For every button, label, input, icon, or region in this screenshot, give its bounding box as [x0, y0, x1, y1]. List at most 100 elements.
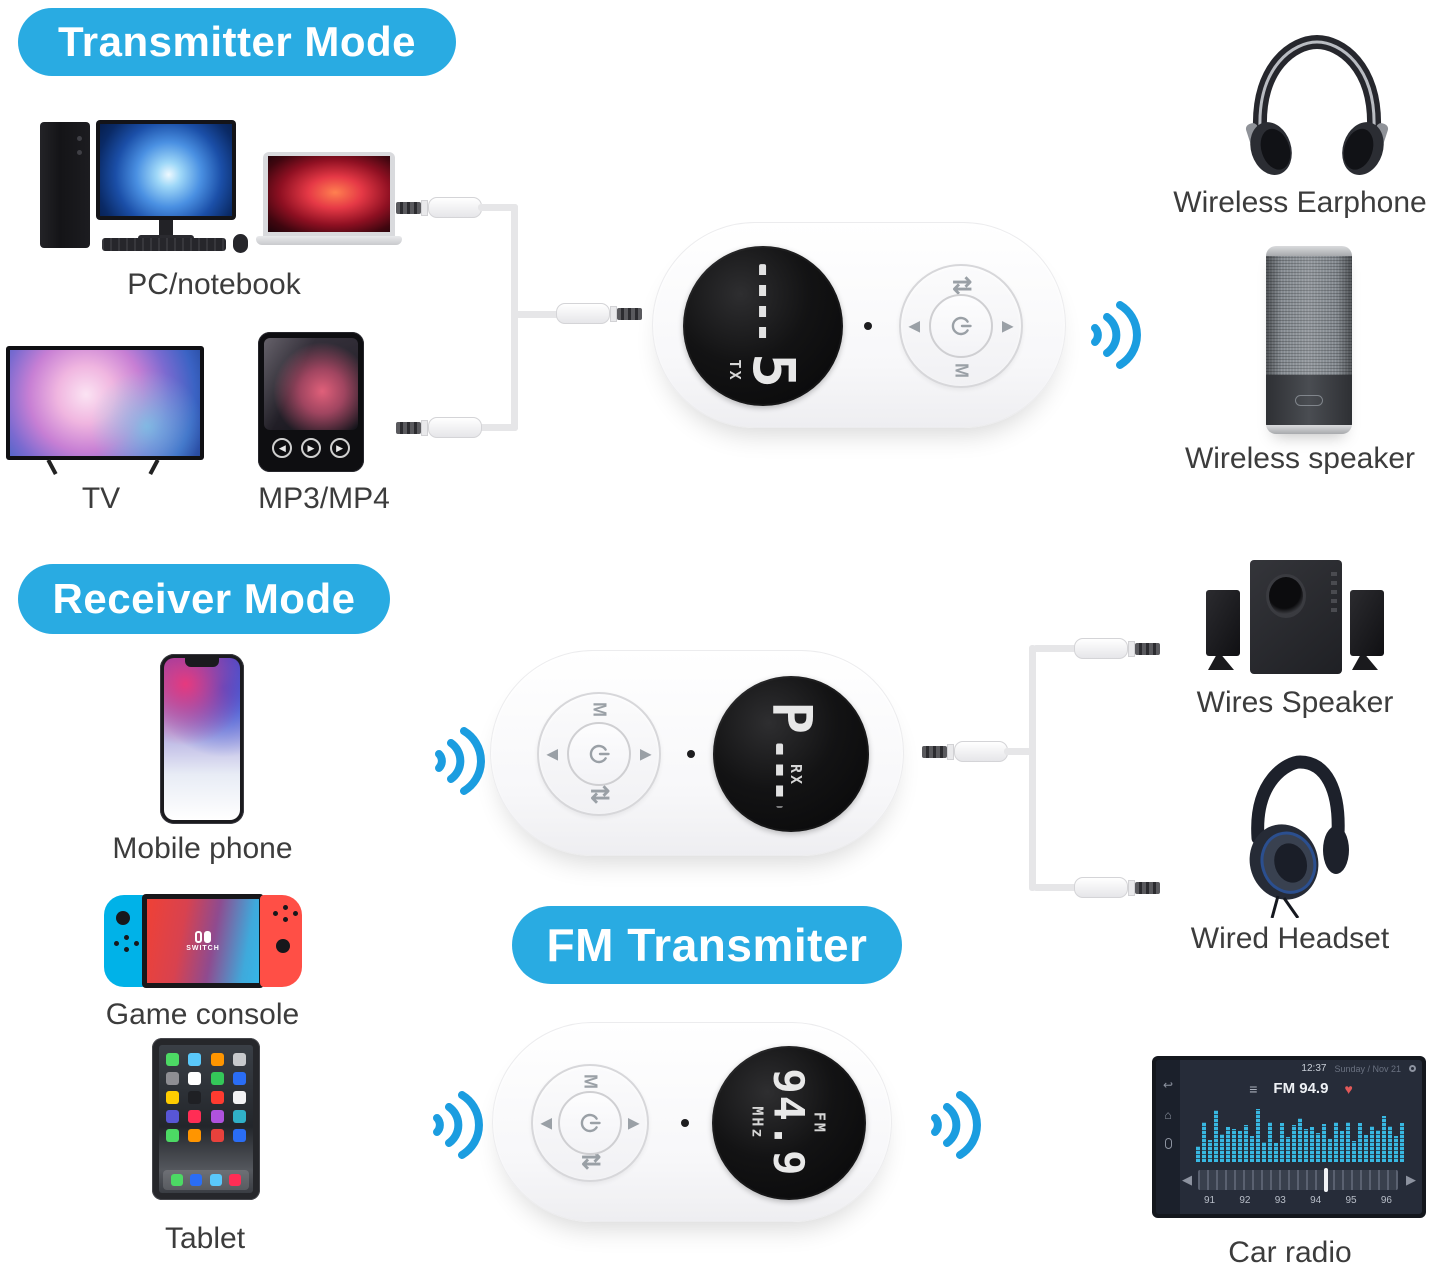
- power-icon: [589, 744, 610, 764]
- mp3-mp4-label: MP3/MP4: [258, 482, 390, 515]
- rx-mode-tag: RX: [787, 763, 806, 786]
- fm-display: FM 94.9 MHz: [712, 1046, 866, 1200]
- tablet-image: [152, 1038, 260, 1200]
- cable-line: [478, 424, 518, 431]
- prev-icon: ◀: [547, 745, 558, 762]
- frequency-slider: [1324, 1168, 1328, 1192]
- wireless-signal-icon: [926, 1086, 984, 1164]
- monitor-image: [96, 120, 236, 220]
- mic-hole: [687, 750, 695, 758]
- subwoofer: [1250, 560, 1342, 674]
- wireless-signal-icon: [1086, 296, 1144, 374]
- tx-display-dashes: [759, 264, 767, 345]
- wireless-earphone-image: [1232, 28, 1402, 186]
- tx-button-pad: ⇅ M ◀ ▶: [899, 264, 1023, 388]
- mode-button: M: [951, 363, 972, 378]
- prev-icon: ◀: [541, 1114, 552, 1131]
- menu-icon: ≡: [1249, 1080, 1258, 1097]
- desktop-tower-image: [40, 122, 90, 248]
- tablet-label: Tablet: [164, 1222, 246, 1255]
- back-icon: ↩: [1162, 1078, 1174, 1092]
- cable-line: [1033, 645, 1077, 652]
- power-button: [558, 1091, 622, 1155]
- power-icon: [580, 1113, 601, 1133]
- aux-plug: [396, 197, 482, 218]
- play-pause-icon: ⇅: [947, 275, 975, 296]
- pc-notebook-label: PC/notebook: [127, 268, 301, 301]
- joycon-left: [104, 895, 146, 987]
- mic-hole: [864, 322, 872, 330]
- prev-icon: ◀: [909, 317, 920, 334]
- tx-display: 5 TX: [683, 246, 843, 406]
- keyboard-image: [102, 238, 226, 251]
- mode-button: M: [580, 1074, 601, 1089]
- game-console-image: SWITCH: [104, 894, 302, 988]
- car-radio-time: 12:37: [1301, 1063, 1327, 1074]
- wires-speaker-label: Wires Speaker: [1196, 686, 1394, 719]
- wireless-signal-icon: [430, 722, 488, 800]
- switch-logo-text: SWITCH: [186, 944, 220, 952]
- car-radio-image: ↩ ⌂ 12:37 Sunday / Nov 21 ≡ FM 94.9 ♥ ◀ …: [1152, 1056, 1426, 1218]
- fm-unit-tag: MHz: [749, 1106, 768, 1140]
- aux-plug: [1074, 877, 1160, 898]
- tx-mode-tag: TX: [725, 359, 744, 382]
- wireless-earphone-label: Wireless Earphone: [1173, 186, 1427, 219]
- tv-leg: [148, 458, 160, 476]
- power-button: [567, 722, 631, 786]
- cable-line: [511, 311, 559, 318]
- home-icon: ⌂: [1164, 1108, 1172, 1122]
- mouse-image: [233, 234, 248, 253]
- wireless-speaker-image: [1266, 246, 1352, 434]
- cable-line: [1004, 748, 1036, 755]
- wired-headset-label: Wired Headset: [1190, 922, 1390, 955]
- favorite-heart-icon: ♥: [1344, 1080, 1353, 1097]
- game-console-label: Game console: [105, 998, 300, 1031]
- power-icon: [951, 316, 972, 336]
- wires-speaker-image: [1206, 558, 1386, 688]
- freq-tick-label: 92: [1239, 1195, 1251, 1206]
- tune-down-icon: ◀: [1182, 1172, 1192, 1187]
- transmitter-mode-header: Transmitter Mode: [18, 8, 456, 76]
- fm-band-tag: FM: [810, 1111, 829, 1135]
- fm-display-value: 94.9: [764, 1068, 814, 1178]
- satellite-speaker: [1350, 590, 1384, 670]
- mp3-next-icon: ▶: [329, 438, 350, 459]
- mobile-phone-label: Mobile phone: [112, 832, 293, 865]
- receiver-mode-title: Receiver Mode: [52, 575, 356, 622]
- mp3-prev-icon: ◀: [272, 438, 293, 459]
- aux-plug: [556, 303, 642, 324]
- mobile-phone-image: [160, 654, 244, 824]
- mp3-play-icon: ▶: [300, 438, 321, 459]
- tablet-app-grid: [165, 1053, 247, 1142]
- tv-image: [6, 346, 204, 460]
- car-radio-status: Sunday / Nov 21: [1334, 1063, 1401, 1074]
- laptop-image: [263, 152, 395, 236]
- mic-icon: [1164, 1138, 1172, 1149]
- receiver-mode-header: Receiver Mode: [18, 564, 390, 634]
- cable-line: [1029, 645, 1036, 891]
- aux-plug: [922, 741, 1008, 762]
- fm-transmitter-title: FM Transmiter: [546, 919, 868, 971]
- rx-display-dashes: [776, 742, 784, 807]
- frequency-numbers: 91 92 93 94 95 96: [1204, 1195, 1392, 1206]
- aux-plug: [396, 417, 482, 438]
- wired-headset-image: [1236, 750, 1354, 918]
- equalizer: [1196, 1104, 1408, 1162]
- wireless-signal-icon: [428, 1086, 486, 1164]
- console-screen: SWITCH: [142, 894, 264, 988]
- bluetooth-adapter-fm: M ⇅ ◀ ▶ FM 94.9 MHz: [492, 1022, 892, 1222]
- wireless-speaker-label: Wireless speaker: [1184, 442, 1416, 475]
- mode-button: M: [589, 702, 610, 717]
- tune-up-icon: ▶: [1406, 1172, 1416, 1187]
- tv-leg: [46, 458, 58, 476]
- cable-line: [1033, 884, 1077, 891]
- fm-transmitter-header: FM Transmiter: [512, 906, 902, 984]
- frequency-scale: [1198, 1168, 1398, 1192]
- cable-line: [478, 204, 518, 211]
- transmitter-mode-title: Transmitter Mode: [57, 18, 417, 65]
- next-icon: ▶: [1002, 317, 1013, 334]
- rx-display-value: P: [760, 701, 824, 734]
- fm-button-pad: M ⇅ ◀ ▶: [531, 1064, 649, 1182]
- freq-tick-label: 94: [1310, 1195, 1322, 1206]
- car-radio-station: FM 94.9: [1273, 1080, 1329, 1097]
